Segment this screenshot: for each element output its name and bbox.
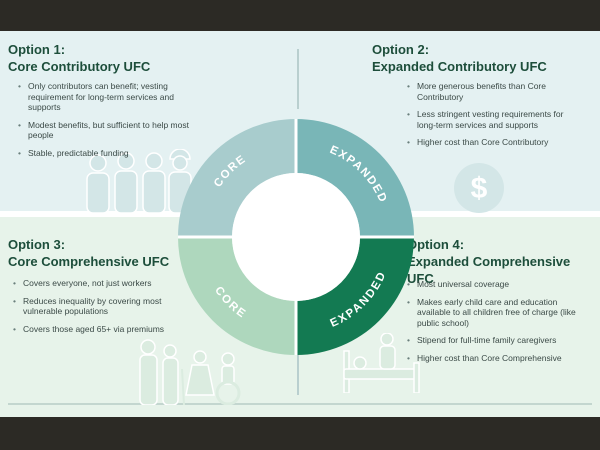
list-item: Reduces inequality by covering most vuln… [12,296,177,317]
option-2-bullets: More generous benefits than Core Contrib… [406,81,566,155]
list-item: Most universal coverage [406,279,586,290]
vertical-divider-bottom [297,331,299,395]
list-item: Makes early child care and education ava… [406,297,586,329]
option-4-bullets: Most universal coverage Makes early chil… [406,279,586,370]
option-1-number: Option 1: [8,42,66,57]
option-1-name: Core Contributory UFC [8,59,151,74]
list-item: More generous benefits than Core Contrib… [406,81,566,102]
ring-segment-expanded-comprehensive [296,237,414,355]
option-1-bullets: Only contributors can benefit; vesting r… [17,81,197,165]
hospital-bed-caregiver-icon [343,333,420,393]
list-item: Covers everyone, not just workers [12,278,177,289]
list-item: Modest benefits, but sufficient to help … [17,120,197,141]
dollar-coin-icon: $ [454,163,504,213]
ring-segment-core-comprehensive [178,237,296,355]
list-item: Less stringent vesting requirements for … [406,109,566,130]
option-2-number: Option 2: [372,42,430,57]
vertical-divider-top [297,49,299,109]
svg-text:$: $ [471,172,488,205]
ring-segment-expanded-contributory [296,119,414,237]
option-3-name: Core Comprehensive UFC [8,254,170,269]
ring-segment-core-contributory [178,119,296,237]
list-item: Higher cost than Core Comprehensive [406,353,586,364]
option-1-title: Option 1: Core Contributory UFC [8,41,150,75]
option-2-name: Expanded Contributory UFC [372,59,547,74]
list-item: Only contributors can benefit; vesting r… [17,81,197,113]
option-2-title: Option 2: Expanded Contributory UFC [372,41,547,75]
option-3-title: Option 3: Core Comprehensive UFC [8,236,169,270]
options-ring: CORE EXPANDED CORE EXPANDED [178,119,414,355]
list-item: Higher cost than Core Contributory [406,137,566,148]
list-item: Covers those aged 65+ via premiums [12,324,177,335]
list-item: Stipend for full-time family caregivers [406,335,586,346]
infographic: $ Option 1: Core Contributory UFC [0,31,600,417]
family-elderly-silhouette-icon [139,339,241,405]
list-item: Stable, predictable funding [17,148,197,159]
option-4-number: Option 4: [407,237,465,252]
bottom-rule [8,403,592,405]
option-3-number: Option 3: [8,237,66,252]
option-3-bullets: Covers everyone, not just workers Reduce… [12,278,177,341]
